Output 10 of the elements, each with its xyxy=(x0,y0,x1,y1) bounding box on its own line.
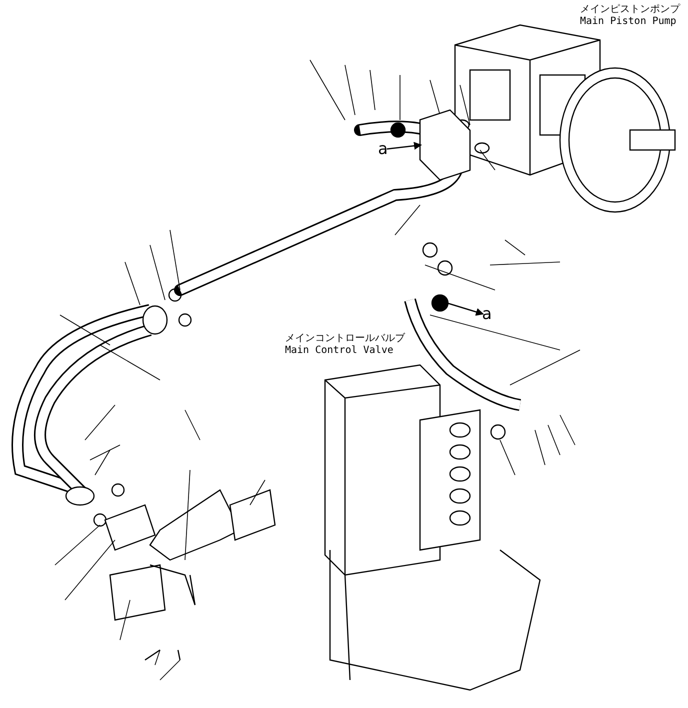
arrow xyxy=(446,302,484,316)
part-name: メインコントロールバルブ xyxy=(285,333,405,345)
part-name: メインピストンポンプ xyxy=(580,4,680,16)
flange-block xyxy=(419,109,471,181)
arrow xyxy=(386,142,422,150)
o-ring xyxy=(431,294,449,312)
reference-letter: a xyxy=(378,140,388,158)
part-name: Main Control Valve xyxy=(285,345,394,357)
reference-letter: a xyxy=(482,305,492,323)
part-name: Main Piston Pump xyxy=(580,16,676,28)
